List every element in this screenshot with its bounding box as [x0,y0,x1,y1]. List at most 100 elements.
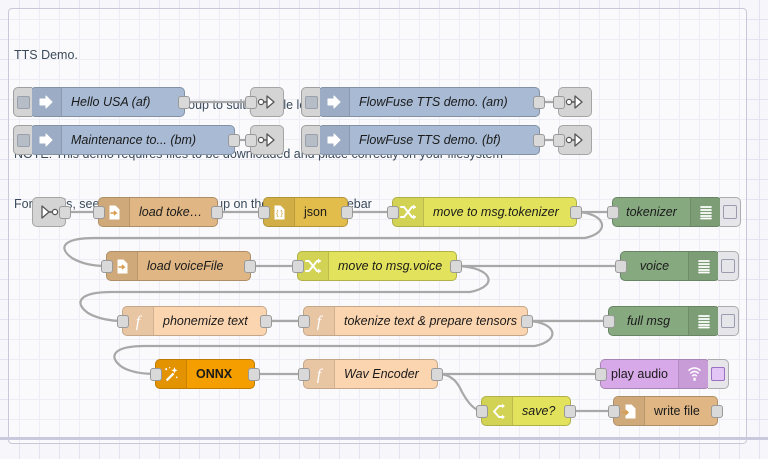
node-move-to-msg-tokenizer[interactable]: move to msg.tokenizer [387,197,582,227]
node-inject-flowfuse-bf[interactable]: FlowFuse TTS demo. (bf) [301,125,545,155]
node-inject-maintenance[interactable]: Maintenance to... (bm) [13,125,240,155]
input-port[interactable] [387,206,399,219]
input-port[interactable] [245,96,257,109]
output-port[interactable] [570,206,582,219]
node-onnx[interactable]: ONNX [150,359,260,389]
inject-button-glyph [304,95,318,109]
debug-toggle-glyph [723,205,737,219]
input-port[interactable] [298,368,310,381]
input-port[interactable] [607,206,619,219]
output-port[interactable] [564,405,576,418]
output-port[interactable] [211,206,223,219]
output-port[interactable] [59,206,71,219]
output-port[interactable] [228,134,240,147]
inject-arrow-icon [319,88,350,116]
input-port[interactable] [93,206,105,219]
node-label: tokenize text & prepare tensors [344,314,518,328]
svg-text:f: f [136,314,143,331]
input-port[interactable] [245,134,257,147]
node-label: Wav Encoder [344,367,419,381]
node-move-to-msg-voice[interactable]: move to msg.voice [292,251,462,281]
node-label: tokenizer [626,205,677,219]
inject-button-glyph [16,95,30,109]
debug-toggle-button[interactable] [718,306,739,336]
node-inject-flowfuse-am[interactable]: FlowFuse TTS demo. (am) [301,87,545,117]
svg-text:{ }: { } [275,208,283,217]
debug-toggle-button[interactable] [720,197,741,227]
debug-lines-icon [690,198,721,226]
node-label: full msg [626,314,671,328]
output-port[interactable] [450,260,462,273]
link-out-icon [251,126,283,154]
audio-waves-icon [678,360,709,388]
output-port[interactable] [521,315,533,328]
node-link-out-2[interactable] [553,87,592,117]
node-label: phonemize text [163,314,248,328]
output-port[interactable] [244,260,256,273]
node-json[interactable]: { } json [258,197,353,227]
node-debug-full-msg[interactable]: full msg [603,306,739,336]
node-phonemize-text[interactable]: f phonemize text [117,306,272,336]
input-port[interactable] [553,134,565,147]
play-audio-toggle-glyph [711,367,725,381]
input-port[interactable] [101,260,113,273]
input-port[interactable] [117,315,129,328]
node-link-in-1[interactable] [32,197,71,227]
output-port[interactable] [178,96,190,109]
node-label: move to msg.voice [338,259,443,273]
node-wav-encoder[interactable]: f Wav Encoder [298,359,443,389]
play-audio-toggle-button[interactable] [708,359,729,389]
node-label: write file [654,404,700,418]
inject-button-glyph [304,133,318,147]
node-link-out-1[interactable] [245,87,284,117]
link-out-icon [559,126,591,154]
node-label: move to msg.tokenizer [433,205,559,219]
inject-trigger-button[interactable] [301,125,320,155]
link-out-icon [559,88,591,116]
output-port[interactable] [341,206,353,219]
output-port[interactable] [533,134,545,147]
node-inject-hello-usa[interactable]: Hello USA (af) [13,87,190,117]
input-port[interactable] [292,260,304,273]
input-port[interactable] [150,368,162,381]
node-link-out-4[interactable] [553,125,592,155]
node-write-file[interactable]: write file [608,396,723,426]
node-label: Hello USA (af) [71,95,151,109]
input-port[interactable] [608,405,620,418]
node-load-tokenizer[interactable]: load tokenizer [93,197,223,227]
node-link-out-3[interactable] [245,125,284,155]
node-debug-tokenizer[interactable]: tokenizer [607,197,741,227]
input-port[interactable] [553,96,565,109]
node-label: load tokenizer [139,205,217,219]
input-port[interactable] [298,315,310,328]
input-port[interactable] [603,315,615,328]
output-port[interactable] [431,368,443,381]
inject-trigger-button[interactable] [301,87,320,117]
inject-trigger-button[interactable] [13,125,32,155]
input-port[interactable] [258,206,270,219]
output-port[interactable] [260,315,272,328]
debug-lines-icon [688,252,719,280]
node-label: FlowFuse TTS demo. (bf) [359,133,501,147]
input-port[interactable] [615,260,627,273]
inject-arrow-icon [31,88,62,116]
debug-toggle-glyph [721,314,735,328]
node-save-switch[interactable]: save? [476,396,576,426]
input-port[interactable] [595,368,607,381]
input-port[interactable] [476,405,488,418]
node-tokenize-prepare-tensors[interactable]: f tokenize text & prepare tensors [298,306,533,336]
node-play-audio[interactable]: play audio [595,359,729,389]
output-port[interactable] [711,405,723,418]
node-label: Maintenance to... (bm) [71,133,197,147]
debug-lines-icon [688,307,719,335]
link-in-icon [33,198,65,226]
debug-toggle-button[interactable] [718,251,739,281]
node-label: play audio [611,367,668,381]
inject-trigger-button[interactable] [13,87,32,117]
output-port[interactable] [533,96,545,109]
node-debug-voice[interactable]: voice [615,251,739,281]
output-port[interactable] [248,368,260,381]
node-load-voicefile[interactable]: load voiceFile [101,251,256,281]
